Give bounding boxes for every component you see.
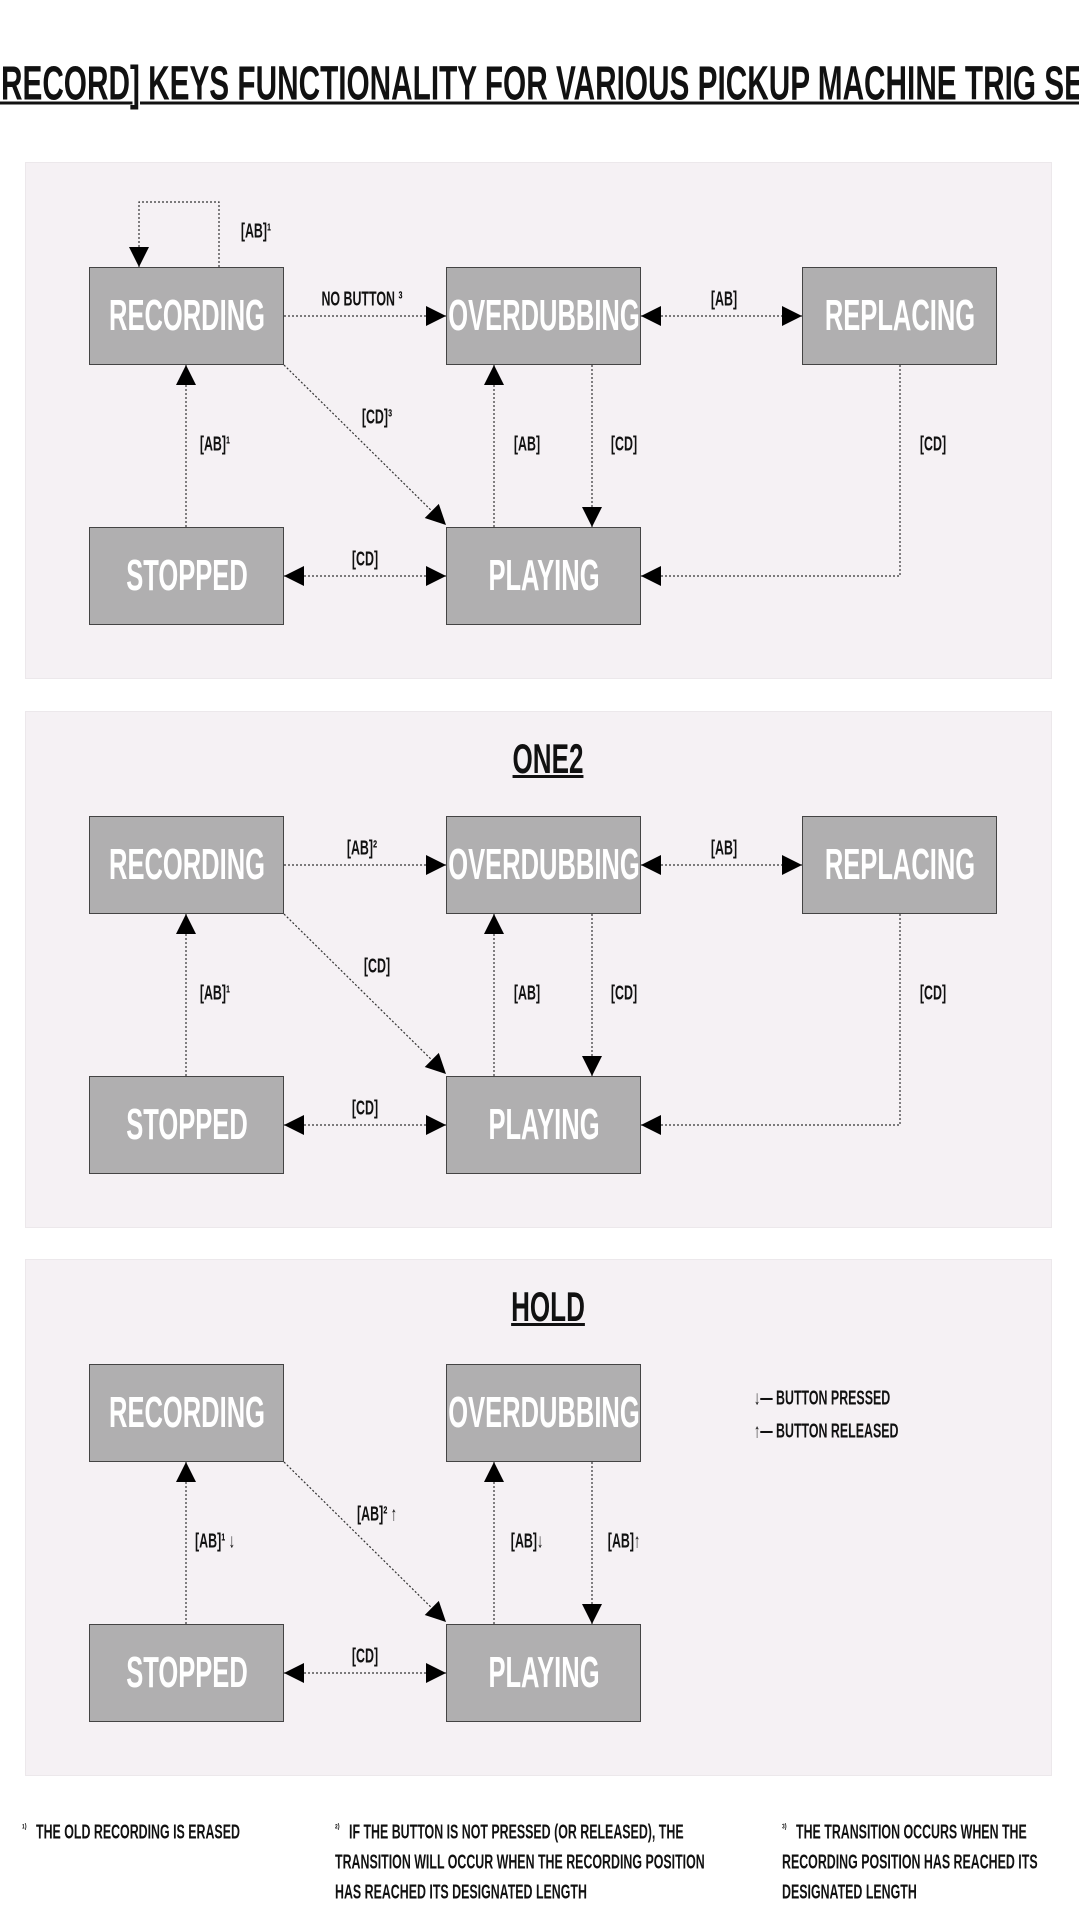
transition-rep-play (641, 365, 901, 577)
footnote-line: THE TRANSITION OCCURS WHEN THE (796, 1821, 1027, 1844)
footnote-line: IF THE BUTTON IS NOT PRESSED (OR RELEASE… (349, 1821, 684, 1844)
state-recording: RECORDING (89, 267, 284, 365)
transition-label: [CD] (351, 1645, 379, 1668)
state-label: PLAYING (487, 551, 600, 600)
arrowhead-icon (582, 1056, 602, 1076)
state-label: OVERDUBBING (447, 291, 640, 340)
transition-label: [AB]¹ ↓ (195, 1530, 235, 1553)
state-label: STOPPED (125, 551, 248, 600)
footnote-mark: ³⁾ (782, 1821, 787, 1836)
transition-label: [AB] (710, 288, 738, 311)
footnote-mark: ²⁾ (335, 1821, 340, 1836)
arrowhead-icon (426, 1115, 446, 1135)
transition-label: [AB] (513, 982, 541, 1005)
transition-rep-play (641, 914, 901, 1126)
arrowhead-icon (426, 306, 446, 326)
transition-rec-play (283, 913, 447, 1075)
footnote-line: DESIGNATED LENGTH (782, 1881, 917, 1904)
transition-label: [CD]³ (361, 406, 393, 429)
legend-item: ↑— BUTTON RELEASED (754, 1420, 899, 1443)
footnote-line: HAS REACHED ITS DESIGNATED LENGTH (335, 1881, 587, 1904)
state-label: STOPPED (125, 1100, 248, 1149)
state-playing: PLAYING (446, 1624, 641, 1722)
transition-label: [CD] (919, 982, 947, 1005)
state-playing: PLAYING (446, 527, 641, 625)
arrowhead-icon (426, 566, 446, 586)
arrowhead-icon (484, 365, 504, 385)
arrowhead-icon (284, 1663, 304, 1683)
arrowhead-icon (484, 914, 504, 934)
transition-label: [CD] (610, 433, 638, 456)
arrowhead-icon (176, 914, 196, 934)
panel-title: HOLD (511, 1283, 585, 1330)
transition-label: [AB]¹ (240, 220, 272, 243)
transition-label: [CD] (610, 982, 638, 1005)
arrowhead-icon (426, 1663, 446, 1683)
state-label: OVERDUBBING (447, 840, 640, 889)
arrowhead-icon (424, 503, 446, 525)
arrowhead-icon (641, 1115, 661, 1135)
state-overdubbing: OVERDUBBING (446, 816, 641, 914)
page-title: [AUDIO RECORD] KEYS FUNCTIONALITY FOR VA… (0, 57, 1079, 111)
state-label: PLAYING (487, 1100, 600, 1149)
arrowhead-icon (782, 855, 802, 875)
state-label: REPLACING (824, 840, 975, 889)
state-label: RECORDING (108, 1388, 265, 1437)
state-replacing: REPLACING (802, 816, 997, 914)
transition-label: NO BUTTON ³ (321, 288, 403, 311)
transition-rec-play (283, 1461, 447, 1623)
arrowhead-icon (284, 1115, 304, 1135)
legend-item: ↓— BUTTON PRESSED (754, 1387, 891, 1410)
arrowhead-icon (424, 1052, 446, 1074)
arrowhead-icon (641, 855, 661, 875)
transition-label: [AB]¹ (199, 433, 231, 456)
state-label: PLAYING (487, 1648, 600, 1697)
state-replacing: REPLACING (802, 267, 997, 365)
footnote-line: TRANSITION WILL OCCUR WHEN THE RECORDING… (335, 1851, 705, 1874)
transition-label: [AB]² (346, 837, 378, 860)
panel-title: ONE2 (512, 735, 584, 782)
arrowhead-icon (176, 365, 196, 385)
state-playing: PLAYING (446, 1076, 641, 1174)
transition-label: [AB]¹ (199, 982, 231, 1005)
arrowhead-icon (129, 247, 149, 267)
state-stopped: STOPPED (89, 527, 284, 625)
transition-label: [CD] (351, 1097, 379, 1120)
transition-label: [AB]↑ (607, 1530, 641, 1553)
arrowhead-icon (284, 566, 304, 586)
state-recording: RECORDING (89, 816, 284, 914)
arrowhead-icon (641, 566, 661, 586)
state-label: RECORDING (108, 840, 265, 889)
transition-label: [CD] (351, 548, 379, 571)
state-label: RECORDING (108, 291, 265, 340)
state-stopped: STOPPED (89, 1624, 284, 1722)
transition-self-loop (138, 201, 220, 267)
transition-label: [AB]² ↑ (357, 1503, 397, 1526)
state-overdubbing: OVERDUBBING (446, 1364, 641, 1462)
state-stopped: STOPPED (89, 1076, 284, 1174)
arrowhead-icon (782, 306, 802, 326)
arrowhead-icon (484, 1462, 504, 1482)
arrowhead-icon (424, 1600, 446, 1622)
arrowhead-icon (176, 1462, 196, 1482)
arrowhead-icon (582, 1604, 602, 1624)
transition-label: [AB]↓ (510, 1530, 544, 1553)
state-label: OVERDUBBING (447, 1388, 640, 1437)
state-recording: RECORDING (89, 1364, 284, 1462)
transition-label: [CD] (363, 955, 391, 978)
footnote-line: THE OLD RECORDING IS ERASED (36, 1821, 240, 1844)
state-label: REPLACING (824, 291, 975, 340)
state-label: STOPPED (125, 1648, 248, 1697)
transition-label: [CD] (919, 433, 947, 456)
arrowhead-icon (641, 306, 661, 326)
arrowhead-icon (426, 855, 446, 875)
transition-label: [AB] (513, 433, 541, 456)
transition-rec-play (283, 364, 447, 526)
footnote-line: RECORDING POSITION HAS REACHED ITS (782, 1851, 1038, 1874)
footnote-mark: ¹⁾ (22, 1821, 27, 1836)
state-overdubbing: OVERDUBBING (446, 267, 641, 365)
arrowhead-icon (582, 507, 602, 527)
transition-label: [AB] (710, 837, 738, 860)
